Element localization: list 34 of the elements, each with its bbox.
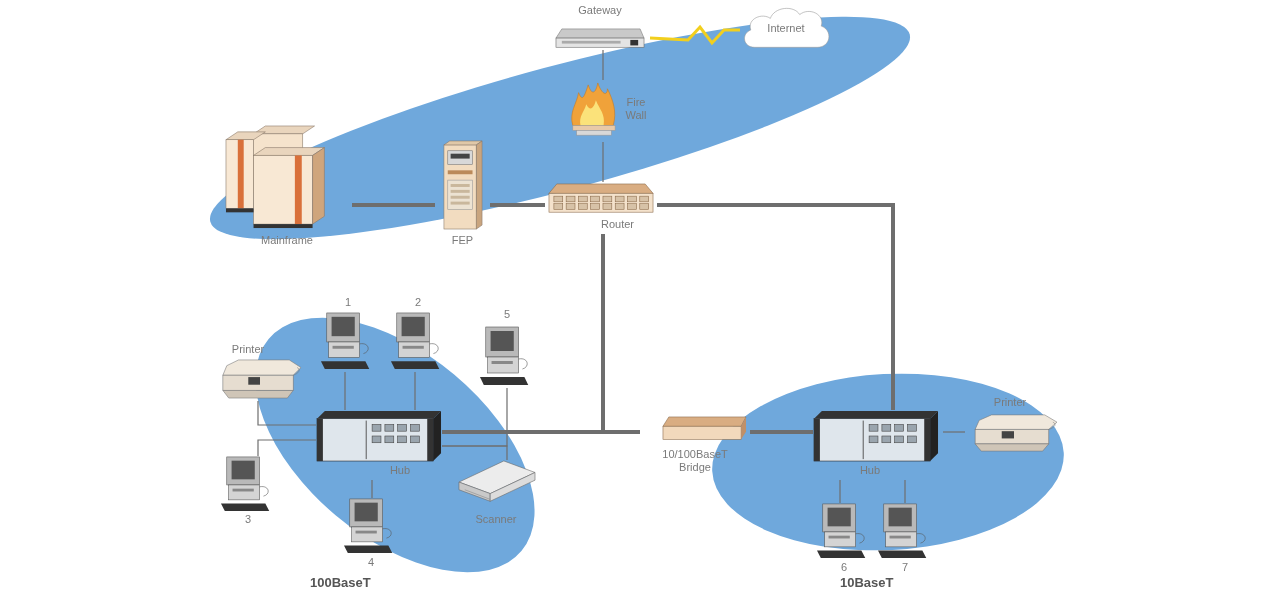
device-label: 4 (366, 556, 376, 569)
device-label: Router (600, 218, 635, 231)
connection-line (904, 479, 906, 504)
network-type-label: 10BaseT (840, 575, 894, 590)
connection-line (750, 430, 813, 434)
device-label: 2 (413, 296, 423, 309)
device-label: 7 (900, 561, 910, 574)
device-label: Gateway (577, 4, 623, 17)
connection-line (602, 141, 604, 183)
connection-line (657, 203, 895, 410)
device-label: Hub (858, 464, 882, 477)
device-label: 6 (839, 561, 849, 574)
device-label: Fire Wall (624, 96, 648, 122)
device-label: FEP (450, 234, 475, 247)
connection-line (490, 203, 545, 207)
connection-line (649, 24, 740, 46)
device-label: Scanner (474, 513, 518, 526)
device-label: Printer (992, 396, 1028, 409)
connection-line (344, 371, 346, 411)
connection-line (441, 445, 508, 461)
device-label: 3 (243, 513, 253, 526)
device-label: Hub (388, 464, 412, 477)
connection-line (942, 431, 966, 433)
device-label: Internet (766, 22, 806, 35)
network-type-label: 100BaseT (310, 575, 371, 590)
connection-line (414, 371, 416, 411)
device-label: 5 (502, 308, 512, 321)
connection-line (257, 439, 317, 457)
connection-line (839, 479, 841, 504)
connection-line (602, 49, 604, 81)
connection-line (352, 203, 435, 207)
device-label: 1 (343, 296, 353, 309)
connection-line (371, 479, 373, 499)
connection-line (257, 400, 317, 426)
